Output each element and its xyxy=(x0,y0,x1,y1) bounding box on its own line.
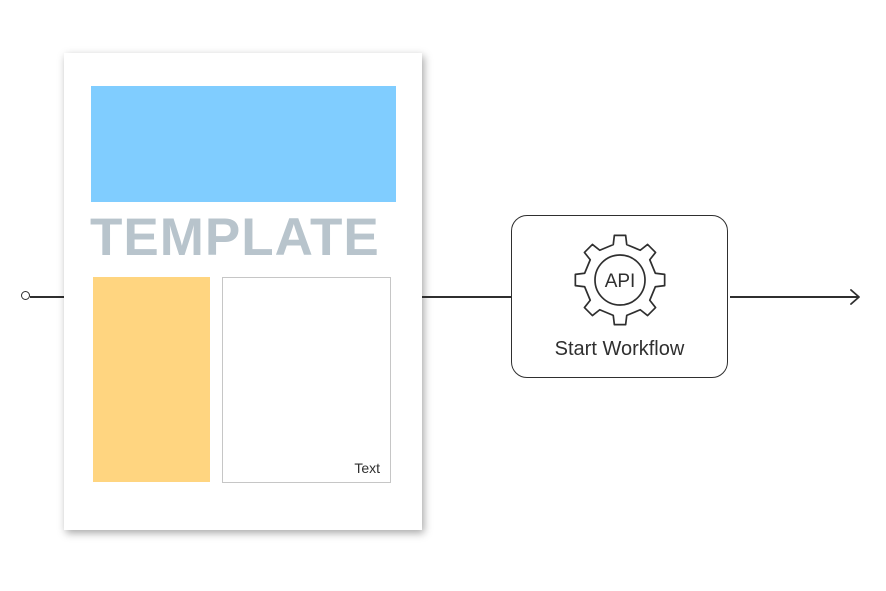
output-connector-line xyxy=(730,296,858,298)
template-text-box: Text xyxy=(222,277,391,483)
template-to-workflow-line xyxy=(422,296,512,298)
template-document: TEMPLATE Text xyxy=(64,53,422,530)
start-workflow-node: API Start Workflow xyxy=(511,215,728,378)
gear-icon: API xyxy=(574,234,666,326)
template-text-label: Text xyxy=(354,460,380,476)
template-title: TEMPLATE xyxy=(90,208,380,267)
template-header-block xyxy=(91,86,396,202)
input-connector-line xyxy=(30,296,66,298)
start-point xyxy=(21,291,30,300)
template-side-block xyxy=(93,277,210,482)
start-workflow-label: Start Workflow xyxy=(554,338,685,360)
api-icon-text: API xyxy=(605,271,636,292)
arrow-head-icon xyxy=(850,289,860,305)
